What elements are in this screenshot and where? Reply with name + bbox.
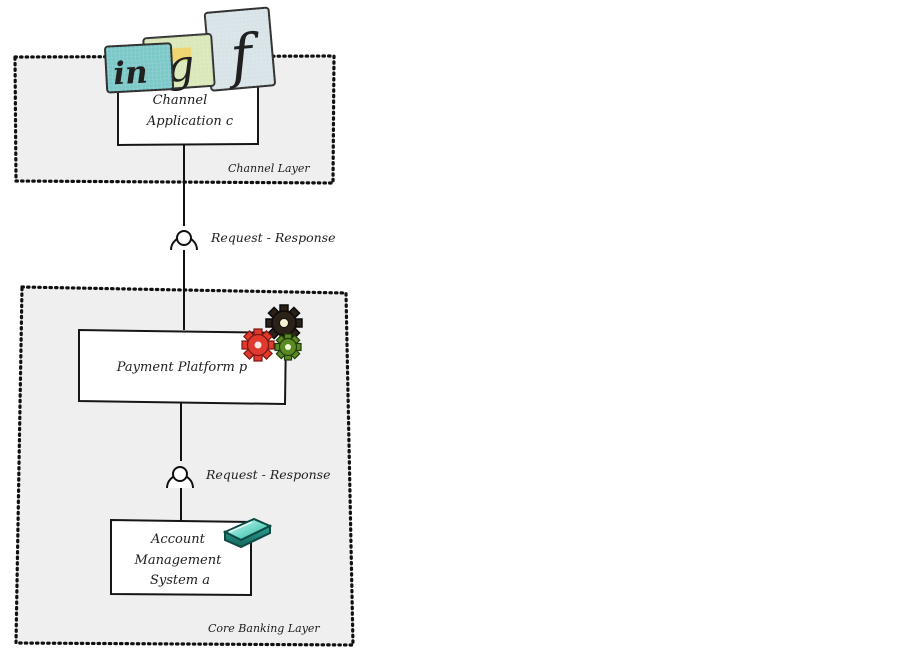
core-banking-layer-label: Core Banking Layer <box>208 622 320 635</box>
linkedin-icon: in <box>104 42 175 94</box>
green-gear-icon <box>274 333 302 361</box>
upper-ball-icon <box>176 230 192 246</box>
account-management-component: Account Management System a <box>110 518 252 597</box>
channel-application-line-1: Channel <box>153 93 208 108</box>
account-management-line-1: Account <box>150 532 206 547</box>
account-management-line-3: System a <box>150 573 210 588</box>
facebook-icon: f <box>203 6 276 92</box>
channel-layer-label: Channel Layer <box>228 162 310 175</box>
account-management-line-2: Management <box>134 553 223 568</box>
channel-application-line-2: Application c <box>146 114 234 129</box>
lower-request-response-interface: Request - Response <box>166 466 330 489</box>
svg-text:Account Management: Account Management System a <box>134 532 226 588</box>
upper-interface-label: Request - Response <box>210 230 335 245</box>
red-gear-icon <box>241 328 275 362</box>
gears-icon <box>241 304 303 362</box>
payment-platform-label: Payment Platform p <box>116 360 248 375</box>
lower-interface-label: Request - Response <box>205 467 330 482</box>
lower-ball-icon <box>172 466 188 482</box>
account-management-box <box>110 518 252 597</box>
payment-platform-box <box>78 328 288 406</box>
channel-application-component: Channel Application c <box>117 81 259 147</box>
payment-platform-component: Payment Platform p <box>78 328 288 406</box>
social-media-icons: f g in <box>104 6 276 94</box>
upper-request-response-interface: Request - Response <box>170 230 335 251</box>
svg-text:Channel Application c: Channel Application c <box>146 93 234 129</box>
database-disk-icon <box>222 517 273 549</box>
linkedin-letters: in <box>112 54 148 92</box>
